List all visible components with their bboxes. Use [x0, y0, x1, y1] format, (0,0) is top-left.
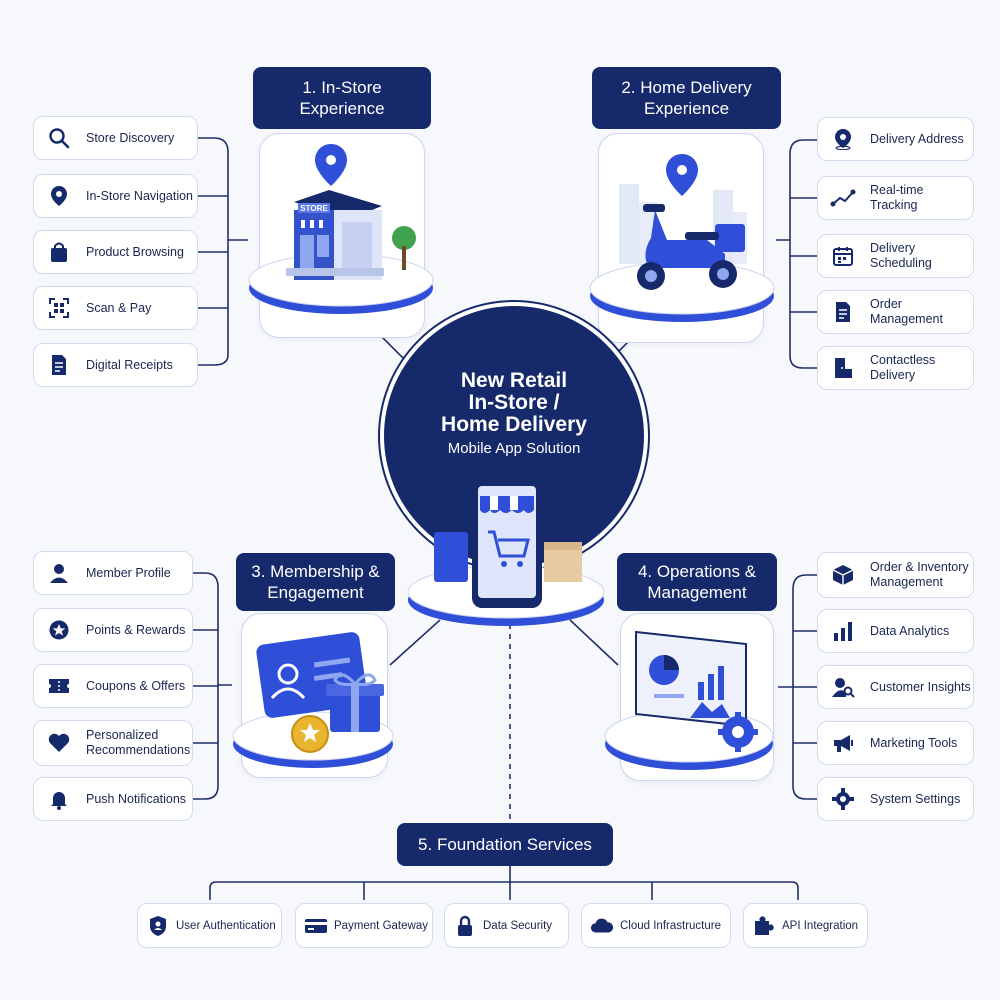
feature-customer-insights[interactable]: Customer Insights [817, 665, 974, 709]
feature-label: Data Analytics [870, 623, 950, 638]
feature-label: Personalized Recommendations [86, 728, 191, 757]
feature-label: Store Discovery [86, 130, 175, 145]
service-cloud-infrastructure[interactable]: Cloud Infrastructure [581, 903, 731, 948]
heart-icon [44, 732, 74, 754]
service-api-integration[interactable]: API Integration [743, 903, 868, 948]
service-data-security[interactable]: Data Security [444, 903, 569, 948]
service-label: API Integration [782, 919, 859, 932]
store-sign: STORE [300, 204, 328, 213]
shopping-bag-icon [44, 241, 74, 263]
feature-marketing-tools[interactable]: Marketing Tools [817, 721, 974, 765]
service-payment-gateway[interactable]: Payment Gateway [295, 903, 433, 948]
feature-label: Points & Rewards [86, 622, 186, 637]
section-title-delivery: 2. Home Delivery Experience [592, 67, 781, 129]
document-icon [828, 301, 858, 323]
section-title-operations: 4. Operations & Management [617, 553, 777, 611]
dashboard-illustration [604, 630, 774, 770]
feature-instore-navigation[interactable]: In-Store Navigation [33, 174, 198, 218]
feature-label: Push Notifications [86, 791, 187, 806]
membership-card-illustration [232, 632, 394, 768]
feature-store-discovery[interactable]: Store Discovery [33, 116, 198, 160]
megaphone-icon [828, 732, 858, 754]
feature-scan-pay[interactable]: Scan & Pay [33, 286, 198, 330]
feature-contactless-delivery[interactable]: Contactless Delivery [817, 346, 974, 390]
map-pin-icon [828, 128, 858, 150]
feature-label: Real-time Tracking [870, 183, 924, 212]
calendar-icon [828, 245, 858, 267]
feature-label: Customer Insights [870, 679, 971, 694]
feature-system-settings[interactable]: System Settings [817, 777, 974, 821]
feature-label: Product Browsing [86, 244, 184, 259]
qr-scan-icon [44, 297, 74, 319]
feature-label: Delivery Address [870, 131, 964, 146]
feature-push-notifications[interactable]: Push Notifications [33, 777, 193, 821]
feature-coupons-offers[interactable]: Coupons & Offers [33, 664, 193, 708]
search-icon [44, 127, 74, 149]
feature-label: System Settings [870, 791, 961, 806]
receipt-icon [44, 354, 74, 376]
user-icon [44, 562, 74, 584]
feature-product-browsing[interactable]: Product Browsing [33, 230, 198, 274]
feature-order-inventory-management[interactable]: Order & Inventory Management [817, 552, 974, 598]
feature-label: Scan & Pay [86, 300, 152, 315]
door-box-icon [828, 357, 858, 379]
user-search-icon [828, 676, 858, 698]
feature-data-analytics[interactable]: Data Analytics [817, 609, 974, 653]
map-pin-icon [44, 185, 74, 207]
route-icon [828, 188, 858, 208]
ticket-icon [44, 676, 74, 696]
phone-shopping-illustration [407, 476, 605, 626]
feature-label: Marketing Tools [870, 735, 958, 750]
section-title-foundation: 5. Foundation Services [397, 823, 613, 866]
feature-order-management[interactable]: Order Management [817, 290, 974, 334]
puzzle-icon [752, 915, 776, 937]
service-label: User Authentication [176, 919, 276, 932]
feature-label: Order & Inventory Management [870, 560, 969, 589]
scooter-illustration [589, 154, 775, 322]
service-label: Data Security [483, 919, 553, 932]
cloud-icon [590, 917, 614, 935]
feature-points-rewards[interactable]: Points & Rewards [33, 608, 193, 652]
feature-label: Coupons & Offers [86, 678, 186, 693]
section-title-instore: 1. In-Store Experience [253, 67, 431, 129]
feature-label: Delivery Scheduling [870, 241, 932, 270]
feature-delivery-address[interactable]: Delivery Address [817, 117, 974, 161]
feature-label: In-Store Navigation [86, 188, 194, 203]
feature-digital-receipts[interactable]: Digital Receipts [33, 343, 198, 387]
section-title-membership: 3. Membership & Engagement [236, 553, 395, 611]
bar-chart-icon [828, 620, 858, 642]
feature-delivery-scheduling[interactable]: Delivery Scheduling [817, 234, 974, 278]
lock-icon [453, 915, 477, 937]
feature-label: Member Profile [86, 565, 171, 580]
feature-label: Digital Receipts [86, 357, 173, 372]
credit-card-icon [304, 917, 328, 935]
box-icon [828, 564, 858, 586]
hub-subtitle: Mobile App Solution [447, 440, 581, 457]
service-user-authentication[interactable]: User Authentication [137, 903, 282, 948]
shield-user-icon [146, 915, 170, 937]
hub-title: New Retail In-Store / Home Delivery [441, 369, 587, 436]
service-label: Payment Gateway [334, 919, 428, 932]
feature-label: Contactless Delivery [870, 353, 936, 382]
store-illustration: STORE [248, 144, 434, 314]
feature-realtime-tracking[interactable]: Real-time Tracking [817, 176, 974, 220]
service-label: Cloud Infrastructure [620, 919, 721, 932]
star-badge-icon [44, 619, 74, 641]
feature-member-profile[interactable]: Member Profile [33, 551, 193, 595]
feature-personalized-recommendations[interactable]: Personalized Recommendations [33, 720, 193, 766]
gear-icon [828, 788, 858, 810]
feature-label: Order Management [870, 297, 943, 326]
bell-icon [44, 788, 74, 810]
